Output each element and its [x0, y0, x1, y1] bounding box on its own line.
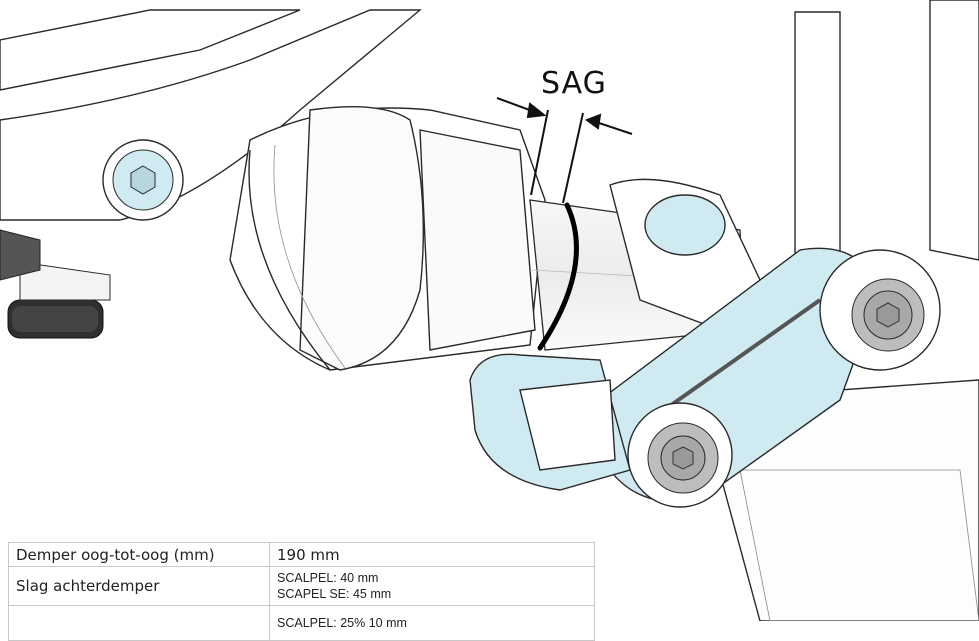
shock-linkage-illustration: [0, 0, 979, 621]
link-bolt: [627, 402, 733, 508]
table-cell-value: 190 mm: [269, 542, 595, 567]
table-cell-label: Slag achterdemper: [8, 566, 270, 606]
rear-eyelet-mount: [609, 178, 761, 331]
table-cell-label: Demper oog-tot-oog (mm): [8, 542, 270, 567]
sag-label: SAG: [541, 66, 607, 101]
adjuster-knob: [0, 229, 111, 339]
spec-table: Demper oog-tot-oog (mm) 190 mm Slag acht…: [8, 542, 595, 641]
sag-indicator: [496, 97, 633, 204]
shock-absorber: [229, 105, 546, 371]
table-row: Demper oog-tot-oog (mm) 190 mm: [8, 542, 595, 567]
table-cell-value: SCALPEL: 40 mm SCAPEL SE: 45 mm: [269, 566, 595, 606]
rocker-link: [469, 247, 881, 503]
value-line: SCALPEL: 40 mm: [277, 571, 379, 585]
value-line: SCALPEL: 25% 10 mm: [277, 616, 407, 630]
rocker-pivot-bolt: [819, 249, 941, 371]
table-row: Slag achterdemper SCALPEL: 40 mm SCAPEL …: [8, 566, 595, 606]
value-line: SCAPEL SE: 45 mm: [277, 587, 392, 601]
table-cell-value: SCALPEL: 25% 10 mm: [269, 605, 595, 641]
sag-o-ring: [537, 202, 579, 351]
table-row: SCALPEL: 25% 10 mm: [8, 605, 595, 641]
frame-pivot-bolt: [102, 139, 184, 221]
table-cell-label: [8, 605, 270, 641]
